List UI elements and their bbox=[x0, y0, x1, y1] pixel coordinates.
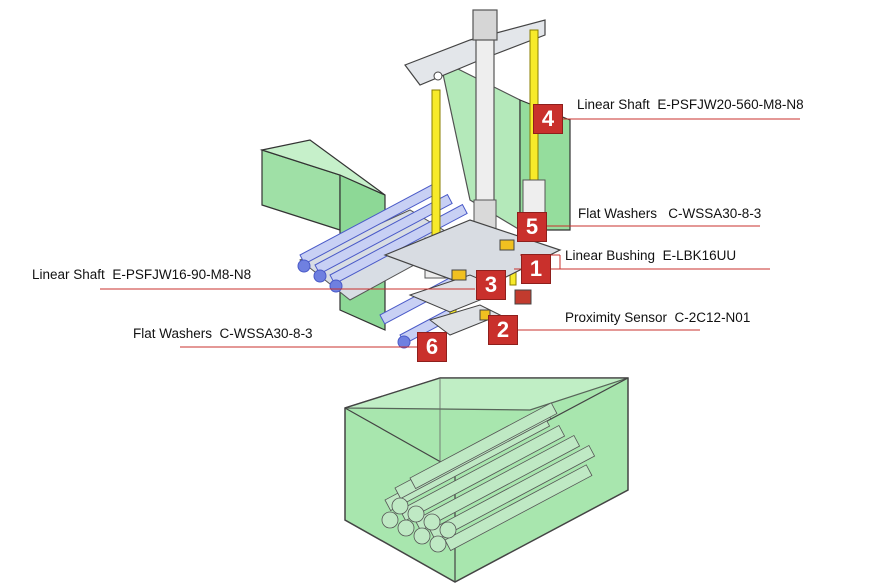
callout-badge-2: 2 bbox=[488, 315, 518, 345]
right-guard bbox=[439, 58, 571, 232]
callout-badge-6: 6 bbox=[417, 332, 447, 362]
collection-bin bbox=[344, 377, 629, 583]
callout-badge-1: 1 bbox=[521, 254, 551, 284]
callout-2-label: Proximity Sensor C-2C12-N01 bbox=[565, 310, 751, 325]
callout-badge-5: 5 bbox=[517, 212, 547, 242]
callout-badge-3: 3 bbox=[476, 270, 506, 300]
top-plate bbox=[404, 19, 546, 86]
leader-lines bbox=[100, 118, 800, 348]
callout-1-label: Linear Bushing E-LBK16UU bbox=[565, 248, 737, 263]
callout-4-label: Linear Shaft E-PSFJW20-560-M8-N8 bbox=[577, 97, 804, 112]
pipe-stack bbox=[381, 402, 596, 553]
callout-3-label: Linear Shaft E-PSFJW16-90-M8-N8 bbox=[32, 267, 252, 282]
callout-5-label: Flat Washers C-WSSA30-8-3 bbox=[578, 206, 762, 221]
callout-badge-4: 4 bbox=[533, 104, 563, 134]
air-cylinder bbox=[472, 9, 498, 246]
callout-6-label: Flat Washers C-WSSA30-8-3 bbox=[133, 326, 313, 341]
